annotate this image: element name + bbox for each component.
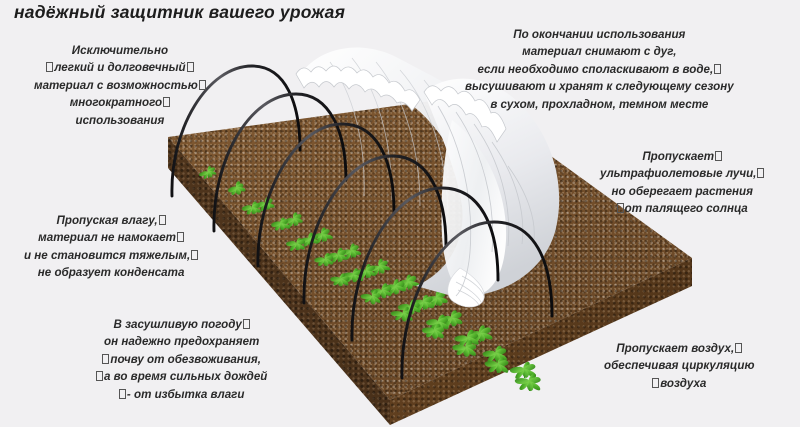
note-line: он надежно предохраняет [104, 335, 260, 349]
page-title: надёжный защитник вашего урожая [14, 2, 346, 22]
missing-glyph-box [191, 249, 199, 260]
note-line: - от избытка влаги [96, 386, 267, 403]
note-line: но оберегает растения [611, 184, 753, 198]
missing-glyph-box [757, 168, 765, 179]
note-line: По окончании использования [513, 28, 686, 41]
missing-glyph-box [616, 203, 624, 214]
note-line: В засушливую погоду [96, 316, 267, 333]
note-line: многократного [34, 94, 206, 111]
missing-glyph-box [242, 319, 250, 329]
note-storage: По окончании использования материал снима… [465, 26, 734, 113]
note-line: Исключительно [71, 44, 169, 57]
note-air-circulation: Пропускает воздух, обеспечивая циркуляцию… [604, 340, 754, 392]
note-line: а во время сильных дождей [96, 368, 267, 385]
missing-glyph-box [46, 62, 54, 73]
missing-glyph-box [102, 353, 110, 364]
note-line: если необходимо споласкивают в воде, [465, 61, 734, 78]
note-line: материал не намокает [24, 229, 198, 246]
note-line: почву от обезвоживания, [96, 351, 267, 368]
note-line: Пропуская влагу, [24, 212, 198, 229]
missing-glyph-box [163, 97, 171, 108]
missing-glyph-box [198, 79, 206, 90]
note-line: в сухом, прохладном, темном месте [490, 97, 709, 111]
missing-glyph-box [715, 151, 723, 161]
note-line: использования [75, 113, 165, 127]
note-line: обеспечивая циркуляцию [604, 359, 755, 373]
missing-glyph-box [735, 343, 743, 353]
missing-glyph-box [118, 388, 126, 399]
missing-glyph-box [96, 371, 103, 382]
missing-glyph-box [186, 62, 194, 73]
missing-glyph-box [158, 215, 166, 225]
note-line: и не становится тяжелым, [24, 247, 199, 264]
note-drought: В засушливую погоду он надежно предохраня… [96, 316, 267, 403]
note-line: легкий и долговечный [34, 59, 206, 76]
missing-glyph-box [652, 377, 660, 388]
note-line: материал снимают с дуг, [522, 45, 677, 59]
missing-glyph-box [177, 232, 184, 243]
note-line: Пропускает воздух, [604, 340, 754, 357]
note-line: ультрафиолетовые лучи, [600, 165, 765, 182]
note-line: материал с возможностью [34, 77, 206, 94]
note-line: от палящего солнца [600, 200, 764, 217]
note-line: Пропускает [600, 148, 764, 165]
note-line: воздуха [604, 375, 754, 392]
note-line: высушивают и хранят к следующему сезону [465, 80, 734, 94]
note-line: не образует конденсата [37, 266, 185, 280]
missing-glyph-box [714, 63, 722, 74]
